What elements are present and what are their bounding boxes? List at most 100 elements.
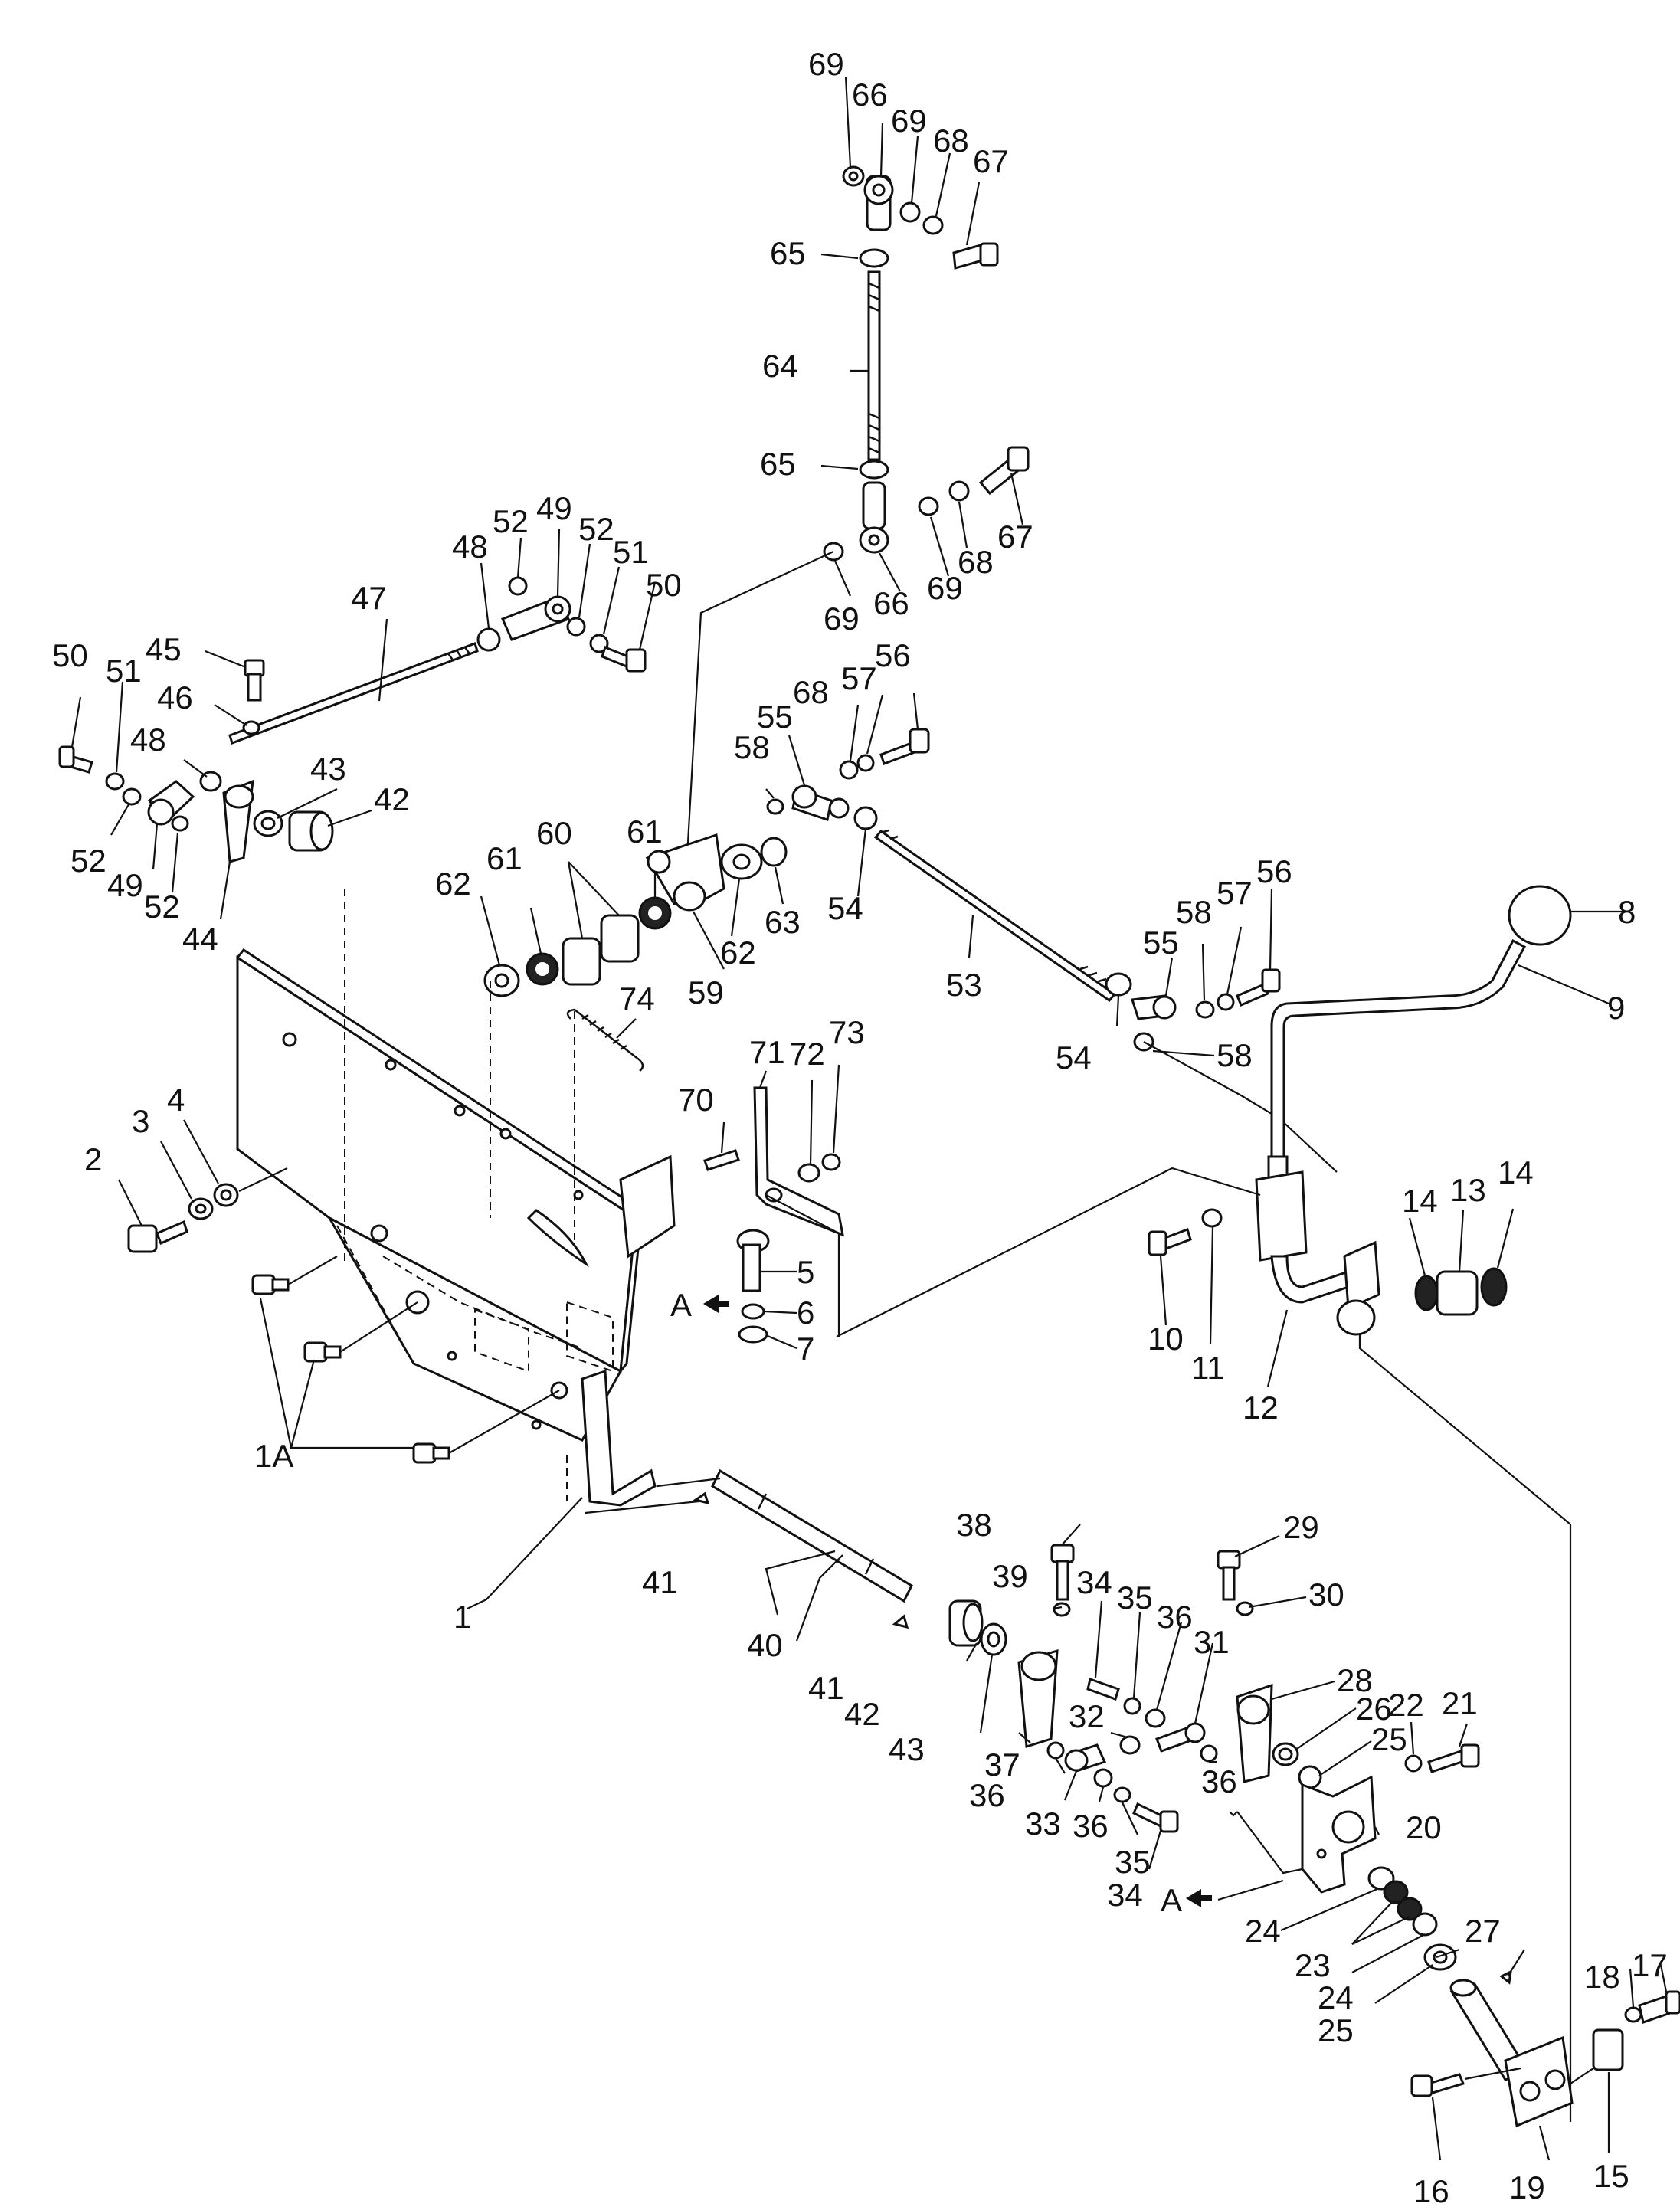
callout-l3: 3 [132,1103,149,1139]
nut-36-upper [1145,1708,1166,1728]
callout-l10: 10 [1148,1321,1184,1357]
callout-l67b: 67 [997,519,1033,555]
bracket-angle [581,1369,657,1507]
callout-l35a: 35 [1117,1580,1153,1616]
washer-58-lower-a [1195,1000,1215,1019]
pin-41-right [892,1614,909,1629]
callout-l15: 15 [1593,2158,1629,2194]
callout-l33: 33 [1025,1806,1061,1842]
callout-l14a: 14 [1402,1183,1438,1219]
callout-l13: 13 [1450,1172,1486,1208]
callout-l70: 70 [678,1082,714,1118]
pin-70 [703,1149,740,1171]
callout-l47: 47 [351,580,387,616]
nut-54-upper [853,806,878,830]
callout-l44: 44 [182,921,218,957]
bushing-23-b [1397,1897,1423,1921]
nut-36-lower-b [1093,1768,1113,1788]
callout-l7: 7 [797,1331,814,1367]
callout-l4: 4 [167,1082,185,1118]
bolt-29 [1217,1550,1241,1570]
callout-l50b: 50 [52,637,88,673]
callout-l6: 6 [797,1295,814,1331]
callout-l56b: 56 [1256,853,1292,889]
callout-l20: 20 [1406,1809,1442,1845]
washer-51-top [589,634,609,653]
callout-l43a: 43 [310,751,346,787]
seal-63 [760,837,788,867]
callout-l62b: 62 [720,935,756,971]
nut-36-lower-a [1046,1741,1065,1760]
washer-52-left [122,787,142,806]
callout-l38: 38 [956,1507,992,1543]
callout-l66b: 66 [873,585,909,621]
bushing-14-right [1480,1267,1508,1307]
callout-l19: 19 [1509,2169,1545,2205]
callout-l22: 22 [1388,1687,1424,1723]
washer-22 [1404,1754,1423,1773]
callout-l16: 16 [1413,2173,1449,2209]
callout-lA2: A [1161,1882,1182,1918]
callout-l49a: 49 [536,490,572,526]
shaft-40-assembly [657,1468,1007,1656]
callout-l28: 28 [1337,1662,1373,1698]
callout-l2: 2 [84,1141,102,1177]
callout-l74: 74 [619,981,655,1017]
callout-l50a: 50 [646,567,682,603]
bolt-2 [156,1220,188,1246]
callout-l21: 21 [1442,1685,1478,1721]
callout-lA1: A [670,1287,692,1323]
callout-l57a: 57 [841,660,877,696]
callout-l1: 1 [454,1599,471,1635]
callout-l71: 71 [749,1034,785,1070]
callout-l14b: 14 [1498,1154,1534,1190]
callout-l52c: 52 [70,843,106,879]
callout-l34b: 34 [1107,1877,1143,1913]
callout-l51a: 51 [613,534,649,570]
washer-35-upper [1123,1697,1141,1715]
callout-l36c: 36 [1073,1808,1109,1844]
callout-l64: 64 [762,348,798,384]
callout-l23: 23 [1295,1947,1331,1983]
callout-l36b: 36 [969,1777,1005,1813]
callout-l25b: 25 [1318,2012,1354,2048]
callout-l49b: 49 [107,867,143,903]
callout-l41b: 41 [808,1670,844,1706]
arrow-A-lower-icon [1186,1889,1212,1907]
washer-52-top-a [508,576,528,596]
callout-l27: 27 [1465,1913,1501,1949]
washer-7 [738,1325,768,1344]
bolt-16 [1426,2073,1465,2094]
callout-l57b: 57 [1217,875,1253,911]
bracket-19 [1504,2035,1574,2128]
bushing-14-left [1414,1275,1439,1311]
nut-48-top [476,627,501,652]
nut-65-bottom [859,460,889,480]
nut-65-top [859,248,889,268]
callout-l54b: 54 [1056,1040,1092,1076]
shift-lever-assembly [836,885,1572,2122]
threaded-rod-64 [867,270,881,461]
washer-39 [1053,1602,1071,1617]
pin-15 [1592,2028,1624,2071]
washer-51-left [105,772,125,791]
callout-l54a: 54 [827,890,863,926]
nut-54-lower [1105,972,1132,997]
callout-l18: 18 [1584,1959,1620,1995]
pin-41-left [693,1491,710,1505]
upper-rod-assembly [686,165,1030,843]
callout-l48a: 48 [452,529,488,565]
lever-body-12 [1255,1170,1308,1262]
callout-l40: 40 [747,1627,783,1663]
washer-52-left-b [171,815,189,832]
callout-l9: 9 [1607,990,1625,1026]
callout-l52b: 52 [578,511,614,547]
callout-l1A: 1A [254,1438,293,1474]
clip-73 [821,1153,841,1171]
callout-l37: 37 [984,1747,1020,1783]
washer-58-upper [766,798,784,815]
callout-l24b: 24 [1318,1979,1354,2015]
bushing-23-a [1383,1880,1409,1904]
rod-53-assembly [766,728,1338,1173]
washer-68-lower [948,480,970,502]
